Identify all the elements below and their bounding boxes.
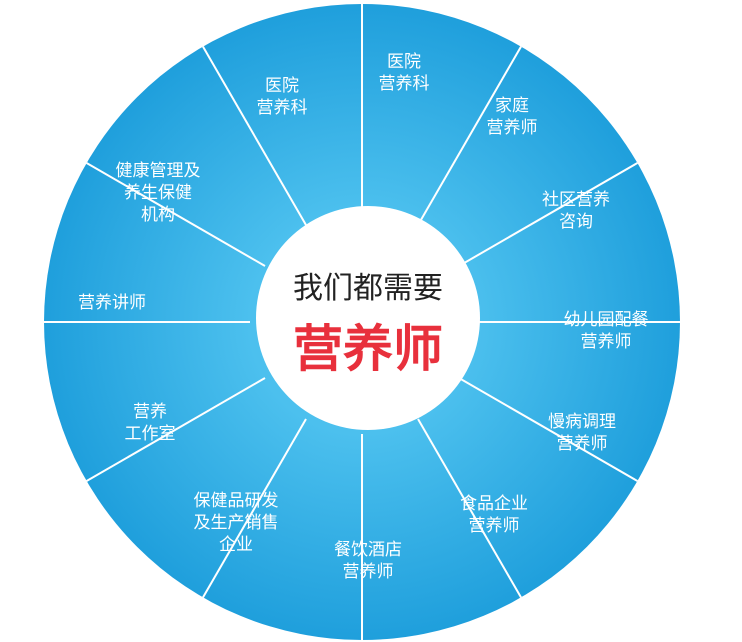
segment-divider-6 (417, 418, 522, 598)
segment-label-community-nutrition-consulting: 社区营养咨询 (542, 190, 610, 232)
segment-label-family-nutritionist: 家庭营养师 (487, 96, 538, 138)
segment-label-line: 营养师 (557, 434, 608, 454)
segment-divider-8 (202, 418, 307, 598)
center-title-main: 营养师 (293, 320, 443, 378)
segment-label-line: 营养师 (487, 118, 538, 138)
segment-label-health-product-rd-sales: 保健品研发及生产销售企业 (194, 491, 279, 555)
segment-label-line: 社区营养 (542, 190, 610, 210)
segment-label-line: 咨询 (559, 212, 593, 232)
center-circle (256, 206, 480, 430)
segment-label-line: 营养师 (581, 332, 632, 352)
segment-label-line: 营养科 (379, 74, 430, 94)
segment-label-line: 营养师 (343, 562, 394, 582)
segment-label-line: 养生保健 (124, 183, 192, 203)
segment-divider-11 (86, 162, 266, 267)
segment-divider-2 (417, 46, 522, 226)
segment-label-line: 营养 (133, 402, 167, 422)
center-title-line1: 我们都需要 (293, 271, 443, 306)
segment-divider-5 (458, 377, 638, 482)
segment-label-line: 保健品研发 (194, 491, 279, 511)
segment-labels: 医院营养科家庭营养师社区营养咨询幼儿园配餐营养师慢病调理营养师食品企业营养师餐饮… (78, 52, 649, 582)
segment-divider-12 (202, 46, 307, 226)
segment-label-line: 营养讲师 (78, 293, 146, 313)
segment-label-health-management-institution: 健康管理及养生保健机构 (116, 161, 201, 225)
segment-label-chronic-disease-nutritionist: 慢病调理营养师 (548, 411, 616, 454)
segment-label-nutrition-lecturer: 营养讲师 (78, 293, 146, 313)
segment-divider-9 (86, 377, 266, 482)
segment-label-hospital-nutrition-dept-1: 医院营养科 (379, 52, 430, 94)
segment-label-line: 企业 (219, 535, 253, 555)
segment-dividers (44, 4, 680, 640)
segment-label-kindergarten-catering-nutritionist: 幼儿园配餐营养师 (564, 310, 649, 352)
segment-label-line: 家庭 (495, 96, 529, 116)
segment-label-line: 医院 (265, 76, 299, 96)
segment-label-line: 健康管理及 (116, 161, 201, 181)
segment-label-line: 餐饮酒店 (334, 540, 402, 560)
segment-label-line: 机构 (141, 205, 175, 225)
segment-divider-3 (458, 162, 638, 267)
segment-label-line: 及生产销售 (194, 513, 279, 533)
segment-label-catering-hotel-nutritionist: 餐饮酒店营养师 (334, 540, 402, 582)
segment-label-line: 医院 (387, 52, 421, 72)
segment-label-line: 慢病调理 (548, 411, 616, 432)
segment-label-hospital-nutrition-dept-2: 医院营养科 (257, 76, 308, 118)
segment-label-line: 营养科 (257, 98, 308, 118)
segment-label-food-company-nutritionist: 食品企业营养师 (460, 494, 528, 536)
segment-label-line: 幼儿园配餐 (564, 310, 649, 330)
segment-label-line: 食品企业 (460, 494, 528, 514)
segment-label-nutrition-studio: 营养工作室 (125, 402, 176, 444)
segment-label-line: 营养师 (469, 516, 520, 536)
segment-label-line: 工作室 (125, 424, 176, 444)
